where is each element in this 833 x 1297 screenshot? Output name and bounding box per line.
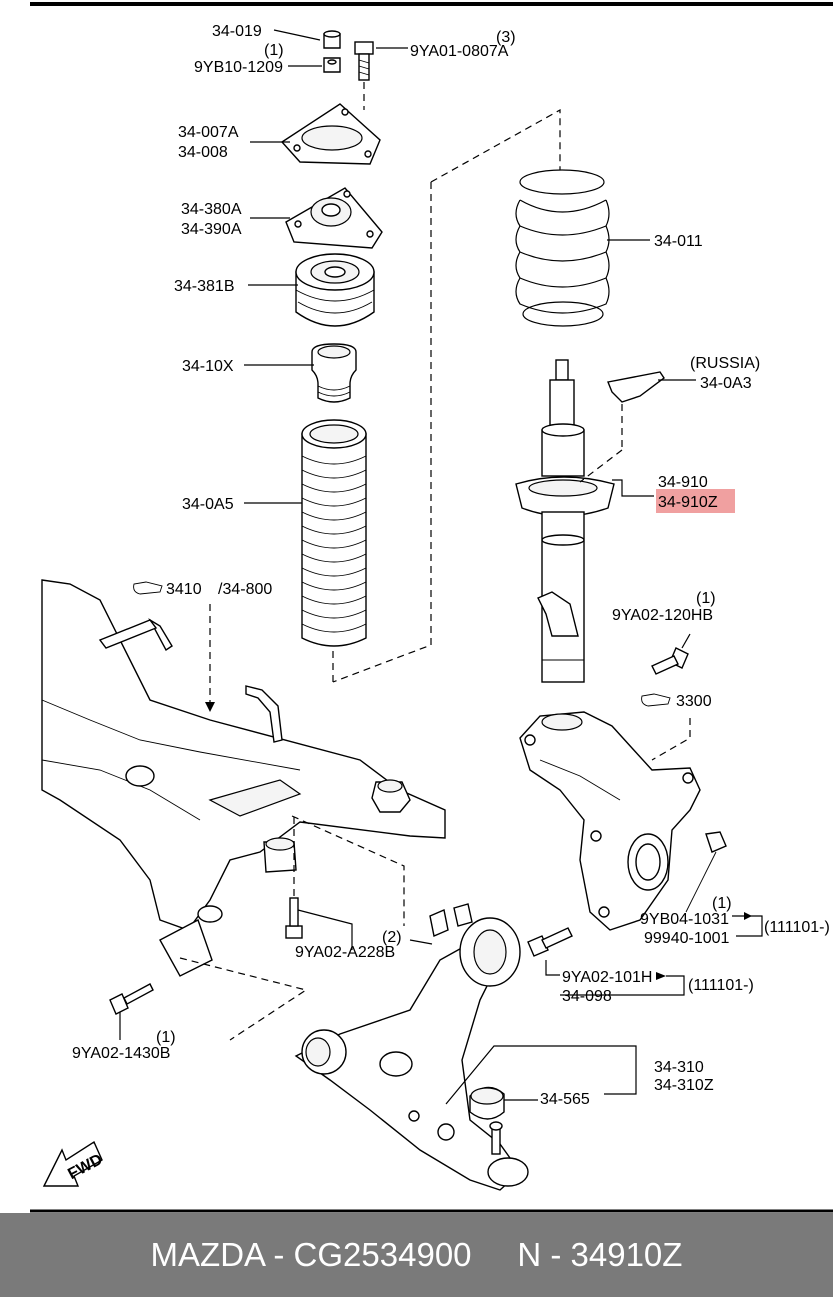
label-34-10x: 34-10X <box>182 358 234 375</box>
label-34-390a: 34-390A <box>181 221 242 238</box>
label-9ya02-120hb: 9YA02-120HB <box>612 607 713 624</box>
label-9ya02-1430b: 9YA02-1430B <box>72 1045 170 1062</box>
bolt-icon <box>651 647 689 675</box>
arrow-head-icon <box>744 912 752 920</box>
strut-assembly-icon <box>515 359 615 683</box>
mount-plate-icon <box>280 103 381 165</box>
label-34-910z: 34-910Z <box>658 494 718 511</box>
footer-bar: MAZDA - CG2534900 N - 34910Z <box>0 1213 833 1297</box>
label-34-011: 34-011 <box>654 233 703 250</box>
label-range: (111101-) <box>764 919 830 936</box>
arrow-head-icon <box>656 972 666 980</box>
bolt-icon <box>527 927 573 957</box>
label-34-310z: 34-310Z <box>654 1077 714 1094</box>
label-34-0a3: 34-0A3 <box>700 375 752 392</box>
label-34-380a: 34-380A <box>181 201 242 218</box>
label-34-310: 34-310 <box>654 1059 704 1076</box>
label-34-019: 34-019 <box>212 23 262 40</box>
nut-icon <box>705 831 727 853</box>
label-ref-3410: 3410 <box>166 581 202 598</box>
bolt-icon <box>285 897 303 939</box>
label-9ya02-101h: 9YA02-101H <box>562 969 652 986</box>
highlight-box <box>656 489 735 513</box>
label-qty-1: (1) <box>696 590 716 607</box>
cap-icon <box>323 30 341 49</box>
label-34-007a: 34-007A <box>178 124 239 141</box>
knuckle-ref-dash <box>651 718 691 761</box>
dust-boot-icon <box>301 419 367 647</box>
nut-icon <box>323 57 341 73</box>
reference-symbol-icon <box>133 581 671 707</box>
label-qty-1: (1) <box>712 895 732 912</box>
label-9ya01-0807a: 9YA01-0807A <box>410 43 509 60</box>
bump-stop-icon <box>311 343 357 403</box>
coil-spring-icon <box>515 169 610 327</box>
label-9ya02-a228b: 9YA02-A228B <box>295 944 395 961</box>
steering-knuckle-icon <box>519 711 701 931</box>
label-99940-1001: 99940-1001 <box>644 930 730 947</box>
ball-joint-icon <box>487 1121 529 1187</box>
label-34-800: /34-800 <box>218 581 272 598</box>
bearing-icon <box>295 253 375 327</box>
label-34-0a5: 34-0A5 <box>182 496 234 513</box>
label-qty-3: (3) <box>496 29 516 46</box>
lower-control-arm-icon <box>294 903 521 1191</box>
label-34-565: 34-565 <box>540 1091 590 1108</box>
subframe-icon <box>41 579 446 977</box>
forward-arrow-icon <box>42 1140 103 1187</box>
label-34-381b: 34-381B <box>174 278 235 295</box>
label-qty-1: (1) <box>156 1029 176 1046</box>
bolt-icon <box>354 41 374 81</box>
label-9yb10-1209: 9YB10-1209 <box>194 59 283 76</box>
footer-caption: MAZDA - CG2534900 N - 34910Z <box>150 1236 683 1273</box>
label-34-910: 34-910 <box>658 474 708 491</box>
label-9yb04-1031: 9YB04-1031 <box>640 911 729 928</box>
label-qty-1: (1) <box>264 42 284 59</box>
label-qty-2: (2) <box>382 929 402 946</box>
arrow-head-icon <box>205 702 215 712</box>
exploded-outline <box>430 108 561 183</box>
label-34-008: 34-008 <box>178 144 228 161</box>
label-range: (111101-) <box>688 977 754 994</box>
label-russia: (RUSSIA) <box>690 355 760 372</box>
bushing-icon <box>469 1086 505 1120</box>
bolt-icon <box>109 983 154 1015</box>
shield-plate-icon <box>579 371 665 483</box>
label-34-098: 34-098 <box>562 988 612 1005</box>
label-ref-3300: 3300 <box>676 693 712 710</box>
upper-mount-icon <box>285 187 383 249</box>
